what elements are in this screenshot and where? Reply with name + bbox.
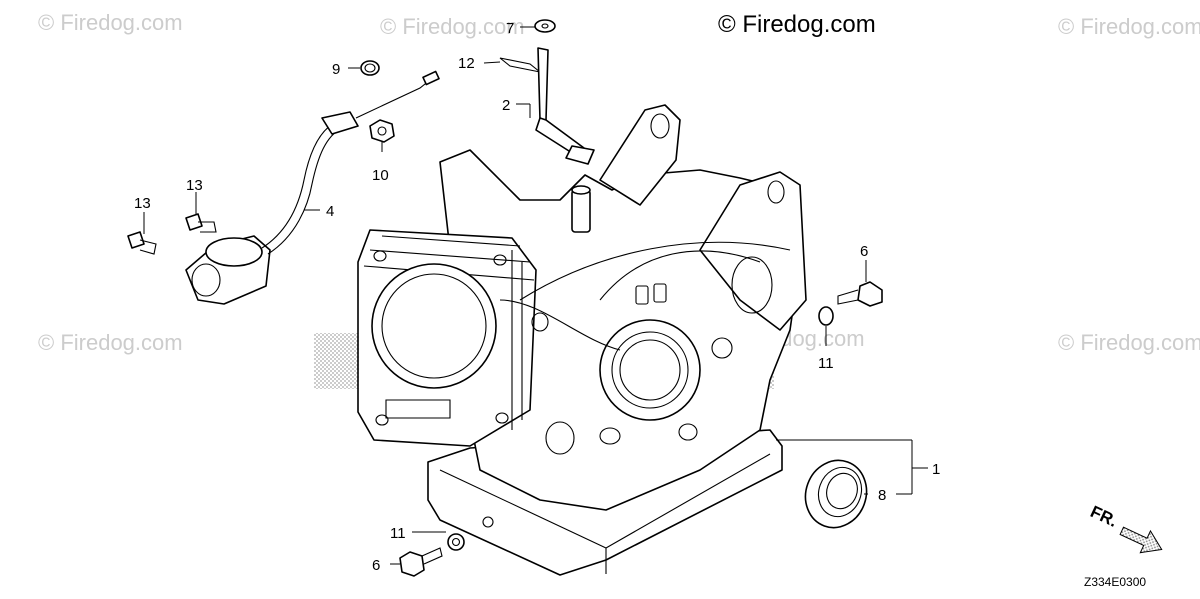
o-ring: [360, 60, 380, 76]
governor-arm: [535, 47, 595, 165]
callout-9: 9: [332, 61, 340, 78]
watermark-top-right: © Firedog.com: [1058, 14, 1200, 39]
callout-12: 12: [458, 55, 475, 72]
callout-11-bottom: 11: [390, 525, 406, 542]
front-label: FR.: [1087, 502, 1120, 531]
watermark-top-center: © Firedog.com: [380, 14, 525, 39]
watermark-top-left: © Firedog.com: [38, 10, 183, 35]
washer-bottom: [447, 533, 465, 551]
callout-8: 8: [878, 487, 886, 504]
callout-labels: 9 10 7 12 2 4 13 13 6 11 1 8 11 6: [134, 20, 940, 574]
washer-right: [818, 306, 834, 326]
oil-sensor-assembly: [185, 70, 440, 305]
crankcase-block: [357, 104, 807, 576]
callout-6-right: 6: [860, 243, 868, 260]
front-direction-marker: FR.: [1087, 502, 1163, 554]
callout-7: 7: [506, 20, 514, 37]
bolt-right: [837, 281, 883, 307]
watermark-main: © Firedog.com: [718, 11, 876, 38]
callout-1: 1: [932, 461, 940, 478]
clip: [499, 57, 541, 73]
flange-nut: [369, 119, 395, 143]
leader-lines: [143, 26, 928, 565]
bolt-bottom: [399, 547, 443, 577]
watermark-mid-left: © Firedog.com: [38, 330, 183, 355]
callout-13-lower: 13: [134, 195, 151, 212]
front-arrow-icon: [1119, 526, 1163, 554]
callout-2: 2: [502, 97, 510, 114]
callout-6-bottom: 6: [372, 557, 380, 574]
callout-10: 10: [372, 167, 389, 184]
watermark-mid-right: © Firedog.com: [1058, 330, 1200, 355]
diagram-code: Z334E0300: [1084, 575, 1146, 589]
screw-13a: [185, 213, 217, 233]
washer-7: [534, 19, 556, 33]
callout-11-right: 11: [818, 355, 834, 372]
callout-4: 4: [326, 203, 334, 220]
oil-seal: [804, 459, 868, 529]
screw-13b: [127, 231, 157, 255]
callout-13-upper: 13: [186, 177, 203, 194]
